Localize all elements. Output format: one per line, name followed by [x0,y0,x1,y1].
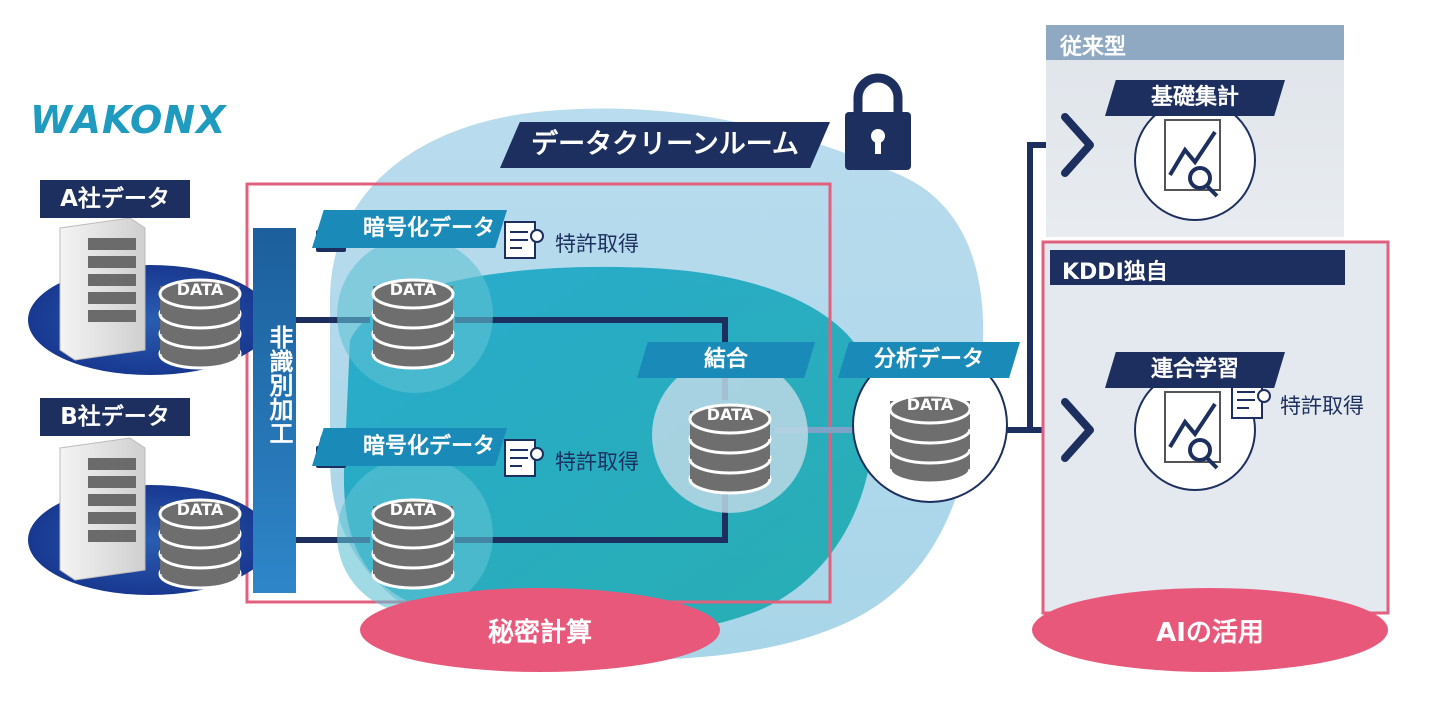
server-a-icon [59,217,146,361]
kddi-header-bg [1050,250,1345,285]
conventional-header-bg [1046,25,1344,60]
db-label: DATA [906,395,954,414]
certificate-icon [504,439,544,477]
conventional-header: 従来型 [1060,35,1127,60]
encrypted-label-2: 暗号化データ [312,428,507,466]
clean-room-title: データクリーンルーム [500,122,830,168]
source-a-label: A社データ [40,180,190,218]
db-label: DATA [176,280,224,299]
db-label: DATA [389,500,437,519]
database-icon [688,403,772,495]
chart-report-icon [1164,391,1221,470]
deidentify-bar [253,228,296,593]
patent-label: 特許取得 [1280,394,1364,418]
kddi-item-label: 連合学習 [1105,352,1285,388]
lock-icon [845,73,911,170]
database-icon [888,393,972,485]
secure-compute-oval [360,588,720,672]
database-icon [158,498,242,590]
arrow-right-icon [1061,398,1094,462]
deidentify-label: 非識別加工 [265,325,293,445]
certificate-icon [1231,381,1271,419]
db-label: DATA [389,280,437,299]
patent-label: 特許取得 [555,232,639,256]
arrow-right-icon [1061,113,1094,177]
database-icon [371,278,455,370]
database-icon [158,278,242,370]
analysis-label: 分析データ [838,342,1020,378]
patent-label: 特許取得 [555,450,639,474]
secure-compute-label: 秘密計算 [487,618,592,648]
ai-oval [1032,588,1388,672]
database-icon [371,498,455,590]
join-label: 結合 [637,342,815,378]
ai-label: AIの活用 [1156,618,1264,648]
source-b-label: B社データ [40,398,190,436]
server-b-icon [59,437,146,581]
kddi-header: KDDI独自 [1062,260,1168,285]
conventional-item-label: 基礎集計 [1105,80,1285,116]
certificate-icon [504,221,544,259]
db-label: DATA [706,405,754,424]
chart-report-icon [1164,119,1221,198]
wakonx-logo: WAKONX [30,98,227,142]
db-label: DATA [176,500,224,519]
encrypted-label-1: 暗号化データ [312,210,507,248]
